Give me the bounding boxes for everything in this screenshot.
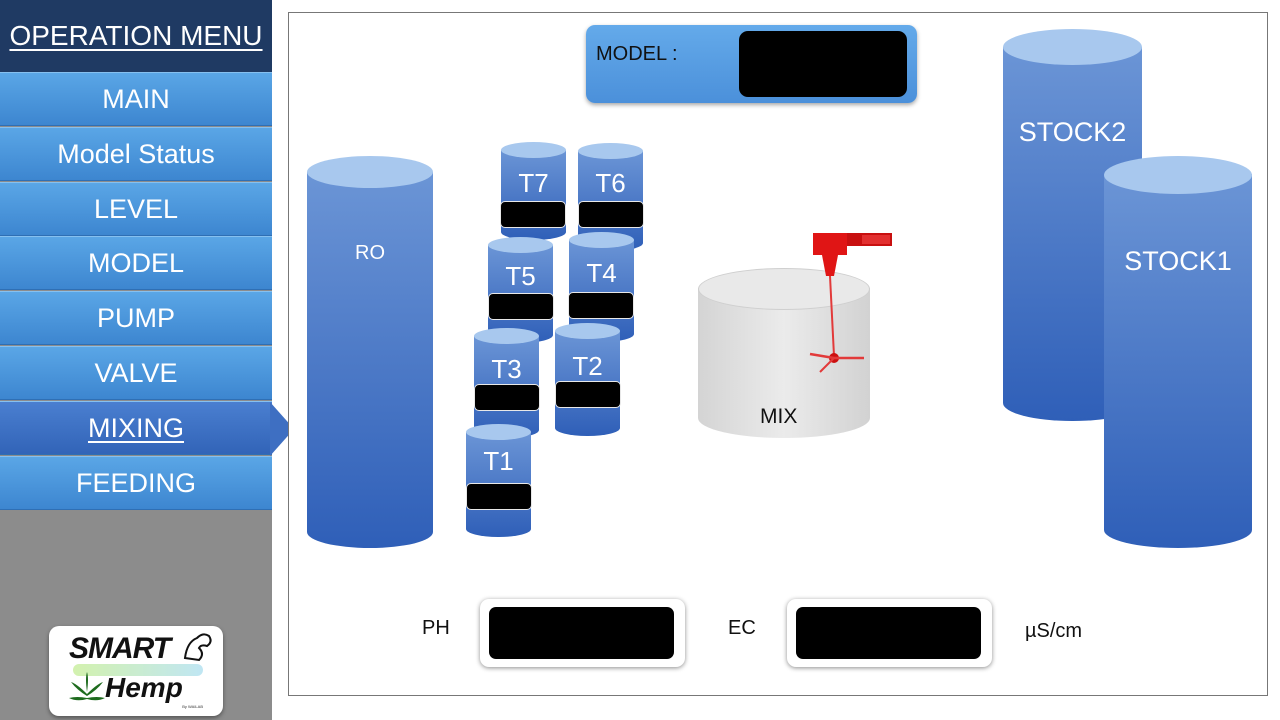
ph-display xyxy=(480,599,685,667)
tank-t3-top xyxy=(474,328,539,344)
stock2-tank-top xyxy=(1003,29,1142,65)
logo-tagline: By WAILAB xyxy=(182,704,203,709)
tank-t7-top xyxy=(501,142,566,158)
tank-t1-value xyxy=(466,483,532,510)
ro-tank-label: RO xyxy=(355,242,385,264)
tank-t1-top xyxy=(466,424,531,440)
mix-tank-top xyxy=(698,268,870,310)
tank-t2[interactable]: T2 xyxy=(555,323,620,436)
menu-item-valve[interactable]: VALVE xyxy=(0,346,272,400)
tank-t1-label: T1 xyxy=(483,446,514,476)
tank-t5-top xyxy=(488,237,553,253)
model-display: MODEL : xyxy=(586,25,917,103)
mix-tank-body xyxy=(698,288,870,438)
sidebar: OPERATION MENU MAIN Model Status LEVEL M… xyxy=(0,0,272,720)
tank-t1[interactable]: T1 xyxy=(466,424,531,537)
tank-t7-label: T7 xyxy=(518,168,549,198)
tank-t6-value xyxy=(578,201,644,228)
ro-tank-top xyxy=(307,156,433,188)
ec-unit-label: µS/cm xyxy=(1025,620,1083,642)
tank-t5-value xyxy=(488,293,554,320)
menu-item-mixing[interactable]: MIXING xyxy=(0,401,272,455)
logo-text-smart: SMART xyxy=(69,632,171,665)
menu-item-model-status[interactable]: Model Status xyxy=(0,127,272,181)
tank-t4-top xyxy=(569,232,634,248)
smart-hemp-logo: SMART Hemp By WAILAB xyxy=(49,626,223,716)
tank-t3[interactable]: T3 xyxy=(474,328,539,438)
tank-t2-value xyxy=(555,381,621,408)
stock1-tank-top xyxy=(1104,156,1252,194)
tank-t2-top xyxy=(555,323,620,339)
logo-text-hemp: Hemp xyxy=(105,672,183,703)
ph-value-field xyxy=(489,607,674,659)
menu-item-feeding[interactable]: FEEDING xyxy=(0,456,272,510)
tank-t4-value xyxy=(568,292,634,319)
menu-item-level[interactable]: LEVEL xyxy=(0,182,272,236)
ph-label: PH xyxy=(422,617,450,639)
ro-tank-body xyxy=(307,172,433,548)
tank-t3-label: T3 xyxy=(491,354,522,384)
model-label: MODEL : xyxy=(596,43,678,65)
tank-t7-value xyxy=(500,201,566,228)
tank-t6-label: T6 xyxy=(595,168,626,198)
ro-tank[interactable]: RO xyxy=(307,156,433,548)
ec-display xyxy=(787,599,992,667)
menu-item-model[interactable]: MODEL xyxy=(0,236,272,290)
stock1-tank-body xyxy=(1104,174,1252,548)
tank-t5-label: T5 xyxy=(505,261,536,291)
flexed-arm-icon xyxy=(183,633,212,662)
menu-item-main[interactable]: MAIN xyxy=(0,72,272,126)
stock1-tank[interactable]: STOCK1 xyxy=(1104,156,1252,548)
stock1-tank-label: STOCK1 xyxy=(1124,246,1232,276)
model-value-field xyxy=(739,31,907,97)
hemp-leaf-icon xyxy=(69,672,105,706)
menu-item-pump[interactable]: PUMP xyxy=(0,291,272,345)
tank-t4-label: T4 xyxy=(586,258,617,288)
tank-t3-value xyxy=(474,384,540,411)
mix-tank-label: MIX xyxy=(760,405,798,428)
logo-swoosh xyxy=(73,664,203,676)
ec-value-field xyxy=(796,607,981,659)
operation-menu-title: OPERATION MENU xyxy=(0,0,272,72)
mixer-motor-icon[interactable] xyxy=(800,230,900,380)
tank-t2-label: T2 xyxy=(572,351,603,381)
stock2-tank-label: STOCK2 xyxy=(1018,117,1127,147)
tank-t6-top xyxy=(578,143,643,159)
ec-label: EC xyxy=(728,617,756,639)
